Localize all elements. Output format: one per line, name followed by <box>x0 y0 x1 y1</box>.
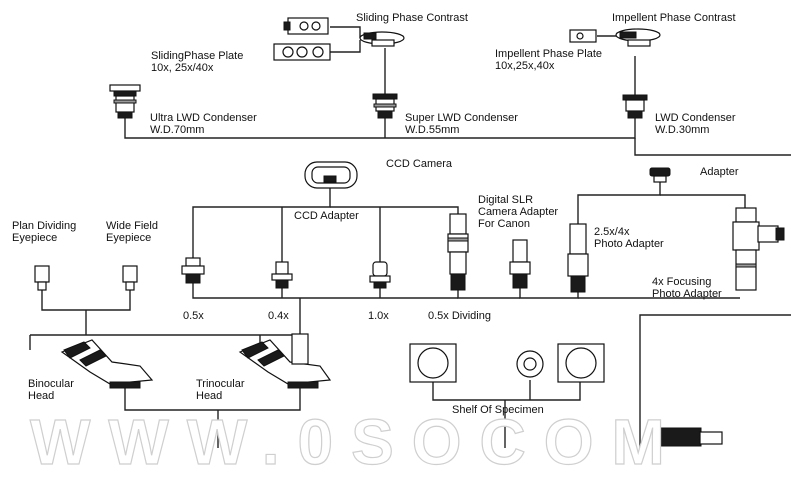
binocular-head-icon <box>60 339 154 389</box>
adapter-05x <box>181 257 205 284</box>
ultra-lwd-condenser <box>109 84 141 119</box>
label-ccd-adapter: CCD Adapter <box>294 210 359 222</box>
label-impellent-phase-contrast: Impellent Phase Contrast <box>612 12 736 24</box>
label-mag-05x: 0.5x <box>183 310 204 322</box>
impellent-phase-plate <box>569 29 597 43</box>
sliding-phase-plate-small <box>283 17 329 35</box>
adapter-10x <box>369 261 391 289</box>
impellent-phase-contrast-condenser <box>615 28 661 47</box>
bottom-right-device-icon <box>654 427 723 447</box>
sliding-phase-plate-large <box>273 43 331 61</box>
lwd-condenser <box>622 94 648 119</box>
specimen-shelf-square-2 <box>557 343 605 383</box>
plan-dividing-eyepiece-icon <box>34 265 50 291</box>
label-shelf-of-specimen: Shelf Of Specimen <box>452 404 544 416</box>
trinocular-head-icon <box>238 333 332 389</box>
watermark: WWW.0SOCOM <box>29 405 683 478</box>
ccd-camera-icon <box>304 161 358 189</box>
focusing-photo-adapter <box>732 207 785 291</box>
sliding-phase-contrast-condenser <box>359 31 405 47</box>
digital-slr-adapter <box>509 239 531 289</box>
adapter-04x <box>271 261 293 289</box>
adapter-top-icon <box>649 167 671 183</box>
label-mag-05x-dividing: 0.5x Dividing <box>428 310 491 322</box>
photo-adapter-25x-4x <box>567 223 589 293</box>
connector-lines <box>29 26 791 448</box>
adapter-05x-dividing <box>447 213 469 291</box>
accessory-diagram <box>29 17 791 448</box>
label-sliding-phase-contrast: Sliding Phase Contrast <box>356 12 468 24</box>
super-lwd-condenser <box>372 93 398 119</box>
label-ccd-camera: CCD Camera <box>386 158 453 170</box>
label-adapter: Adapter <box>700 166 739 178</box>
specimen-shelf-square <box>409 343 457 383</box>
specimen-shelf-round <box>516 350 544 378</box>
label-mag-10x: 1.0x <box>368 310 389 322</box>
wide-field-eyepiece-icon <box>122 265 138 291</box>
label-mag-04x: 0.4x <box>268 310 289 322</box>
